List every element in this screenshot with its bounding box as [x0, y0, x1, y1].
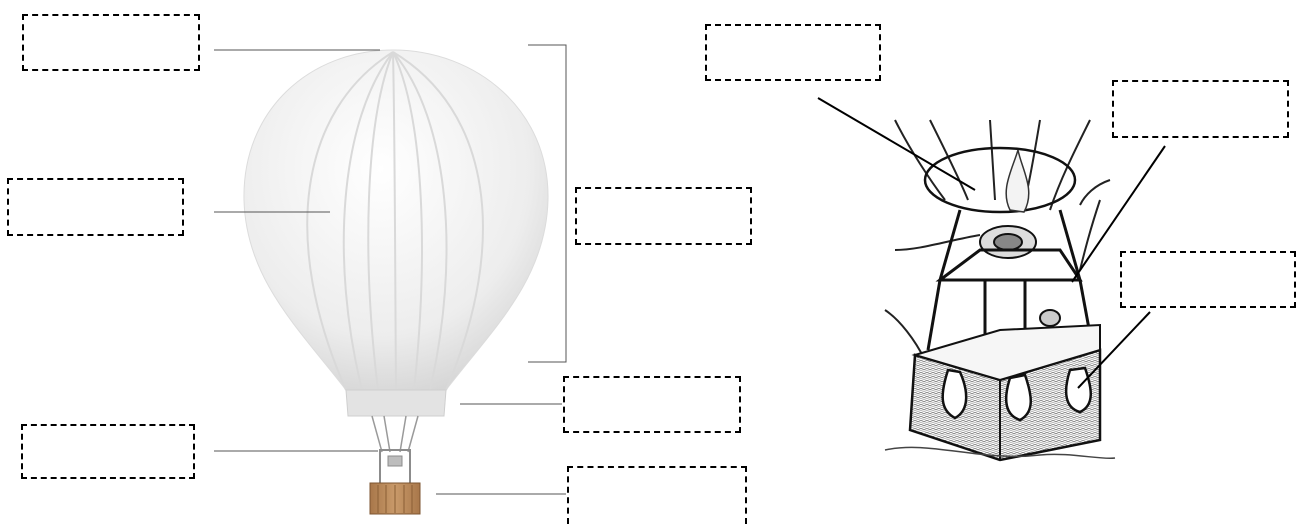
- leader-lines-left: [214, 49, 566, 495]
- burner-frame: [379, 449, 411, 485]
- basket-sketch: [883, 116, 1116, 468]
- balloon-photo: [243, 49, 549, 515]
- suspension-cables: [371, 415, 419, 453]
- label-box-skirt[interactable]: [563, 376, 741, 433]
- envelope-bracket: [528, 44, 567, 363]
- balloon-skirt: [345, 389, 447, 417]
- label-box-frame[interactable]: [1112, 80, 1289, 138]
- label-box-envelope-bracket[interactable]: [575, 187, 752, 245]
- label-box-crown[interactable]: [22, 14, 200, 71]
- label-box-basket[interactable]: [567, 466, 747, 524]
- label-box-burner[interactable]: [705, 24, 881, 81]
- label-box-cables[interactable]: [21, 424, 195, 479]
- envelope-gores: [306, 51, 484, 391]
- label-box-handles[interactable]: [1120, 251, 1296, 308]
- leader-lines-right: [817, 97, 1166, 389]
- label-box-envelope[interactable]: [7, 178, 184, 236]
